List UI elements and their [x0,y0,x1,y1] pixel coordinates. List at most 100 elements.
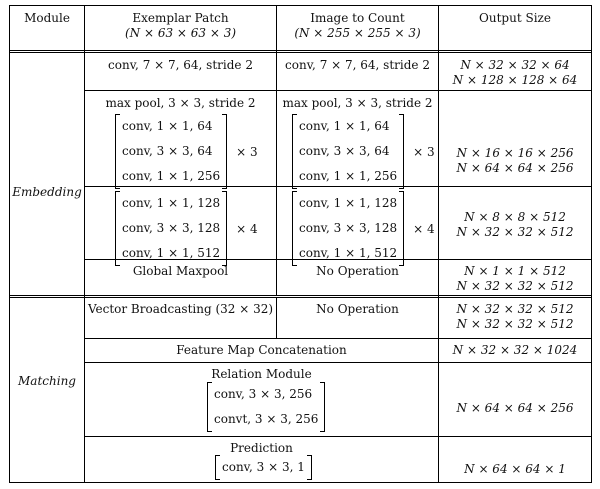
rule-bottom [9,482,592,483]
emb-block2-out-exemplar: N × 8 × 8 × 512 [464,210,566,224]
match-prediction-output-text: N × 64 × 64 × 1 [464,462,566,476]
rule-header [9,50,592,51]
emb-pool-image: max pool, 3 × 3, stride 2 [277,96,438,111]
match-concat-output-text: N × 32 × 32 × 1024 [452,343,578,357]
bracket: conv, 3 × 3, 256 convt, 3 × 3, 256 [207,382,326,432]
match-relation-output-text: N × 64 × 64 × 256 [456,401,574,415]
bracket: conv, 1 × 1, 64 conv, 3 × 3, 64 conv, 1 … [115,114,228,189]
rule-image-col [438,5,439,483]
header-image-dim: (N × 255 × 255 × 3) [294,26,421,40]
match-relation-block: conv, 3 × 3, 256 convt, 3 × 3, 256 [207,382,326,432]
layer-conv: conv, 3 × 3, 64 [299,144,390,158]
emb-block1-output: N × 16 × 16 × 256 N × 64 × 64 × 256 [439,146,591,176]
layer-conv: conv, 1 × 1, 128 [122,196,221,210]
emb-conv1-out-image: N × 128 × 128 × 64 [452,73,578,87]
header-image-title: Image to Count [310,11,405,25]
match-concat-label-text: Feature Map Concatenation [176,343,347,357]
repeat-count: × 3 [413,144,435,159]
layer-conv: conv, 3 × 3, 128 [299,221,398,235]
rule-emb-2 [85,186,592,187]
emb-conv1-out-exemplar: N × 32 × 32 × 64 [460,58,570,72]
emb-conv1-exemplar-text: conv, 7 × 7, 64, stride 2 [108,58,253,72]
match-concat-label: Feature Map Concatenation [85,343,438,358]
match-broadcast-out-image: N × 32 × 32 × 512 [456,317,574,331]
rule-right [591,5,592,483]
header-exemplar: Exemplar Patch (N × 63 × 63 × 3) [85,11,276,41]
rule-match-1 [85,338,592,339]
repeat-count: × 4 [236,221,258,236]
match-broadcast-out-exemplar: N × 32 × 32 × 512 [456,302,574,316]
match-broadcast-exemplar: Vector Broadcasting (32 × 32) [85,302,276,317]
emb-globalpool-exemplar: Global Maxpool [85,264,276,279]
emb-block2-out-image: N × 32 × 32 × 512 [456,225,574,239]
layer-conv: conv, 3 × 3, 64 [122,144,213,158]
rule-match-2 [85,362,592,363]
match-broadcast-image: No Operation [277,302,438,317]
rule-header-2 [9,52,592,53]
layer-conv: conv, 1 × 1, 256 [299,169,398,183]
bracket: conv, 1 × 1, 64 conv, 3 × 3, 64 conv, 1 … [292,114,405,189]
match-broadcast-exemplar-text: Vector Broadcasting (32 × 32) [87,302,274,316]
layer-conv: conv, 1 × 1, 512 [122,246,221,260]
emb-block1-out-exemplar: N × 16 × 16 × 256 [456,146,574,160]
rule-emb-3 [85,259,592,260]
match-relation-title-text: Relation Module [211,367,312,381]
match-broadcast-image-text: No Operation [316,302,399,316]
match-prediction-output: N × 64 × 64 × 1 [439,462,591,477]
layer-conv: conv, 3 × 3, 128 [122,221,221,235]
emb-conv1-image-text: conv, 7 × 7, 64, stride 2 [285,58,430,72]
emb-block2-image: conv, 1 × 1, 128 conv, 3 × 3, 128 conv, … [292,191,435,266]
layer-conv: conv, 3 × 3, 1 [222,460,305,474]
layer-convt: convt, 3 × 3, 256 [214,412,319,426]
rule-top [9,5,592,6]
bracket: conv, 3 × 3, 1 [215,455,312,480]
layer-conv: conv, 1 × 1, 64 [122,119,213,133]
emb-pool-image-text: max pool, 3 × 3, stride 2 [282,96,433,110]
module-matching-text: Matching [18,374,76,388]
emb-block2-output: N × 8 × 8 × 512 N × 32 × 32 × 512 [439,210,591,240]
rule-module-col [84,5,85,483]
header-exemplar-dim: (N × 63 × 63 × 3) [124,26,237,40]
rule-exemplar-col-2 [276,297,277,338]
rule-module-2 [9,297,592,298]
emb-globalpool-out-exemplar: N × 1 × 1 × 512 [464,264,566,278]
layer-conv: conv, 1 × 1, 64 [299,119,390,133]
emb-globalpool-image-text: No Operation [316,264,399,278]
rule-match-3 [85,436,592,437]
emb-pool-exemplar-text: max pool, 3 × 3, stride 2 [105,96,256,110]
emb-conv1-output: N × 32 × 32 × 64 N × 128 × 128 × 64 [439,58,591,88]
emb-globalpool-output: N × 1 × 1 × 512 N × 32 × 32 × 512 [439,264,591,294]
match-prediction-title-text: Prediction [230,441,293,455]
emb-block1-exemplar: conv, 1 × 1, 64 conv, 3 × 3, 64 conv, 1 … [115,114,258,189]
architecture-table: Module Exemplar Patch (N × 63 × 63 × 3) … [9,5,592,483]
header-module-text: Module [24,11,70,25]
emb-globalpool-image: No Operation [277,264,438,279]
layer-conv: conv, 3 × 3, 256 [214,387,313,401]
header-output-text: Output Size [479,11,551,25]
emb-conv1-exemplar: conv, 7 × 7, 64, stride 2 [85,58,276,73]
emb-conv1-image: conv, 7 × 7, 64, stride 2 [277,58,438,73]
emb-block2-exemplar: conv, 1 × 1, 128 conv, 3 × 3, 128 conv, … [115,191,258,266]
rule-left [9,5,10,483]
rule-emb-1 [85,90,592,91]
header-image: Image to Count (N × 255 × 255 × 3) [277,11,438,41]
module-matching: Matching [9,374,85,389]
module-embedding-text: Embedding [12,185,82,199]
match-relation-title: Relation Module [85,367,438,382]
rule-module [9,295,592,296]
repeat-count: × 4 [413,221,435,236]
bracket: conv, 1 × 1, 128 conv, 3 × 3, 128 conv, … [115,191,228,266]
layer-conv: conv, 1 × 1, 256 [122,169,221,183]
match-concat-output: N × 32 × 32 × 1024 [439,343,591,358]
bracket: conv, 1 × 1, 128 conv, 3 × 3, 128 conv, … [292,191,405,266]
rule-exemplar-col [276,5,277,295]
module-embedding: Embedding [9,185,85,200]
match-prediction-title: Prediction [85,441,438,456]
emb-globalpool-exemplar-text: Global Maxpool [132,264,229,278]
repeat-count: × 3 [236,144,258,159]
match-relation-output: N × 64 × 64 × 256 [439,401,591,416]
layer-conv: conv, 1 × 1, 128 [299,196,398,210]
header-module: Module [9,11,85,26]
match-broadcast-output: N × 32 × 32 × 512 N × 32 × 32 × 512 [439,302,591,332]
emb-block1-image: conv, 1 × 1, 64 conv, 3 × 3, 64 conv, 1 … [292,114,435,189]
